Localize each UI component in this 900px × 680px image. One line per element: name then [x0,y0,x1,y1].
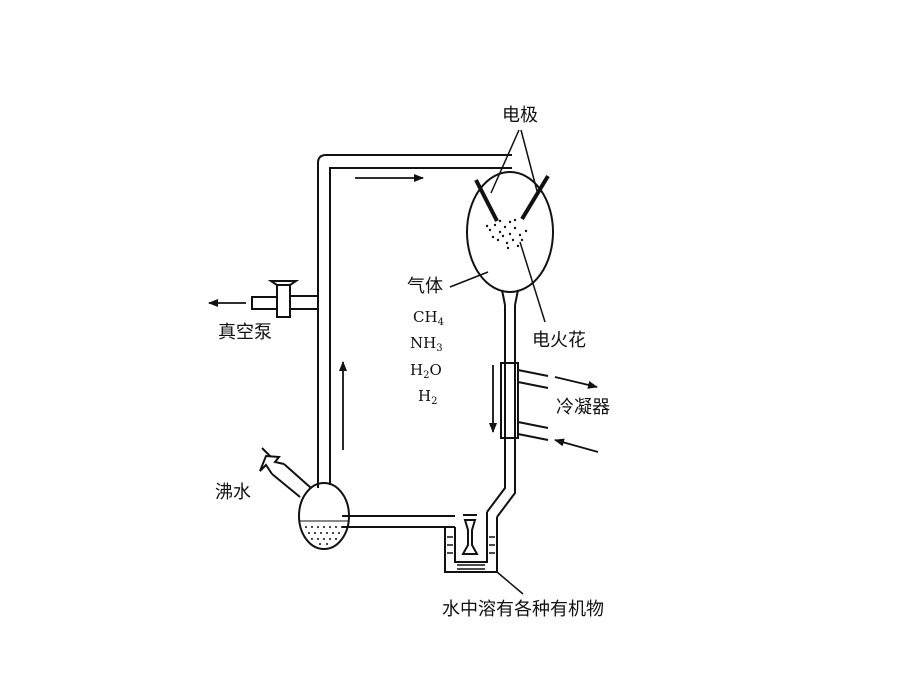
spark-dots [485,218,528,250]
gas-formula-h2o: H2O [410,361,442,381]
label-vacuum-pump: 真空泵 [218,322,272,343]
label-boiling-water: 沸水 [215,482,251,503]
condenser [500,362,549,441]
arrow-condenser-in [554,438,599,453]
label-electrode: 电极 [502,105,538,126]
label-organics: 水中溶有各种有机物 [442,599,604,620]
electrodes [474,129,550,222]
boiling-flask [259,447,350,550]
gas-formula-h2: H2 [418,387,437,407]
circulation-tube [317,154,516,528]
gas-formula-list: CH4 NH3 H2O H2 [410,308,444,407]
spark-flask [466,171,554,306]
label-condenser: 冷凝器 [556,397,610,418]
trap-vessel [444,512,498,573]
flow-arrows [208,174,599,453]
trap-water [447,536,495,570]
label-gas: 气体 [407,276,443,297]
gas-formula-nh3: NH3 [410,334,443,354]
gas-formula-ch4: CH4 [413,308,444,328]
leader-lines [449,241,546,595]
boiling-water [300,520,348,545]
vacuum-stopcock [251,280,318,318]
label-spark: 电火花 [532,330,586,351]
arrow-condenser-out [554,376,598,389]
